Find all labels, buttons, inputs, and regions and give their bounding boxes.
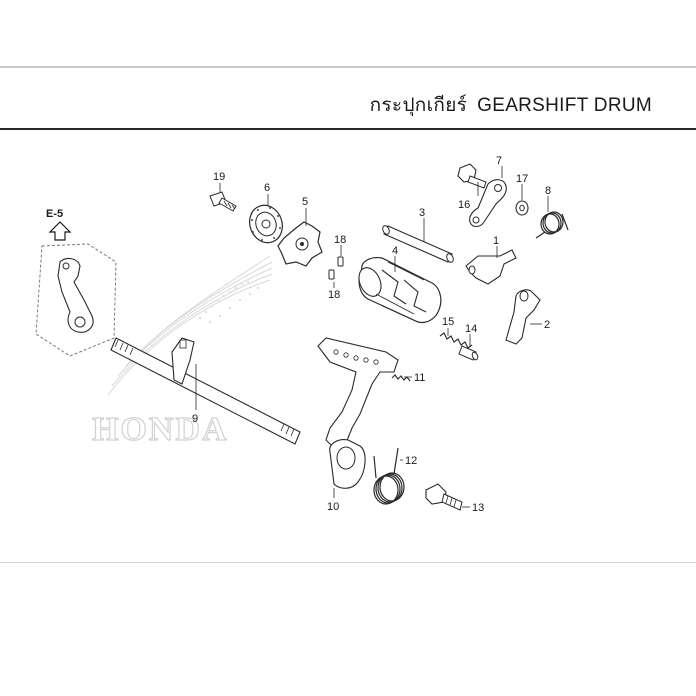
callout-18-lower: 18 (328, 289, 340, 301)
top-divider (0, 66, 696, 68)
spindle-return-spring-12 (373, 447, 405, 505)
page-title: กระปุกเกียร์ GEARSHIFT DRUM (370, 90, 652, 120)
leader-lines (195, 166, 549, 508)
callout-10: 10 (327, 501, 339, 513)
callout-18-upper: 18 (334, 234, 346, 246)
title-english: GEARSHIFT DRUM (477, 95, 652, 116)
shift-fork-2 (505, 289, 541, 345)
callout-16: 16 (458, 199, 470, 211)
stopper-arm-7 (469, 179, 507, 228)
callout-12: 12 (405, 455, 417, 467)
callout-4: 4 (392, 245, 398, 257)
callout-7: 7 (496, 155, 502, 167)
shift-fork-1 (465, 249, 517, 285)
return-spring-8 (535, 211, 569, 239)
dowel-pin-18-lower (328, 269, 335, 280)
callout-5: 5 (302, 196, 308, 208)
callout-9: 9 (192, 413, 198, 425)
callout-15: 15 (442, 316, 454, 328)
honda-wing-watermark (107, 255, 273, 396)
title-divider (0, 128, 696, 130)
shift-drum-cam-5 (277, 221, 323, 267)
reference-e5[interactable]: E-5 (46, 208, 72, 241)
neutral-plunger-14 (458, 345, 479, 361)
bolt-16 (457, 163, 487, 189)
callout-8: 8 (545, 185, 551, 197)
callout-11: 11 (414, 372, 425, 384)
parts-diagram: HONDA E-5 (35, 155, 569, 514)
stopper-plate-6 (249, 204, 283, 244)
pivot-bolt-13 (425, 483, 463, 511)
bolt-19 (209, 191, 237, 212)
fork-shaft-3 (382, 225, 454, 263)
callout-6: 6 (264, 182, 270, 194)
callout-13: 13 (472, 502, 484, 514)
callout-14: 14 (465, 323, 477, 335)
title-thai: กระปุกเกียร์ (369, 95, 468, 116)
arrow-up-icon (48, 221, 72, 241)
gearshift-drum-4 (358, 257, 442, 324)
reference-label[interactable]: E-5 (46, 208, 63, 220)
callout-19: 19 (213, 171, 225, 183)
callout-2: 2 (544, 319, 550, 331)
spring-15 (439, 332, 473, 349)
honda-wordmark-watermark: HONDA (92, 411, 229, 448)
dowel-pin-18-upper (337, 256, 344, 267)
callout-17: 17 (516, 173, 528, 185)
reference-part-outline (35, 243, 117, 357)
gearshift-spindle-9 (110, 337, 301, 445)
gearshift-arm-10 (317, 337, 399, 489)
washer-17 (515, 200, 529, 216)
callout-3: 3 (419, 207, 425, 219)
callout-labels: 7 17 8 19 6 5 16 3 1 18 4 18 2 15 14 11 … (192, 155, 551, 514)
bottom-divider (0, 562, 696, 563)
spring-11 (391, 374, 411, 382)
callout-1: 1 (493, 235, 499, 247)
